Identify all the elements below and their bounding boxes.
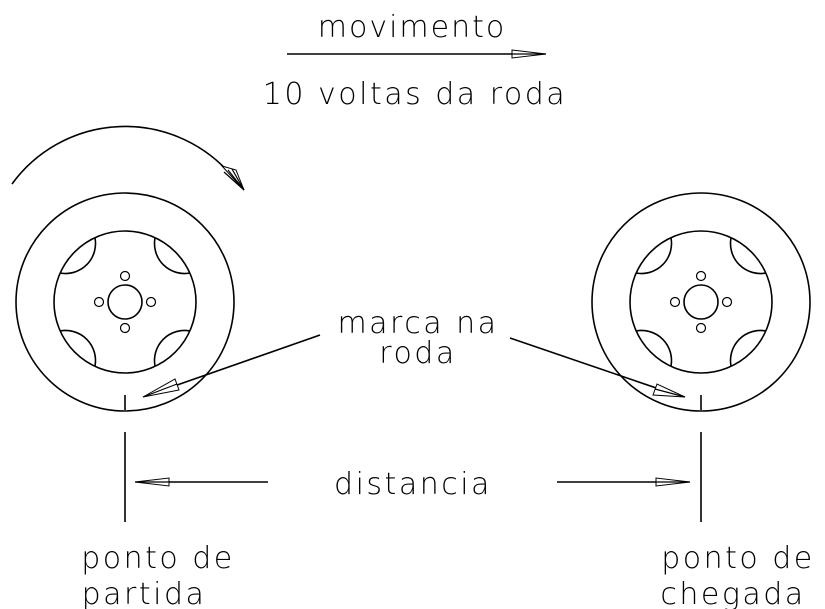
movement-arrow: [287, 49, 547, 59]
tire-outer: [591, 192, 811, 412]
end-label-line2: chegada: [660, 577, 805, 609]
mark-label-line1: marca na: [337, 306, 498, 341]
start-label-line2: partida: [82, 577, 207, 609]
mark-label-line2: roda: [379, 336, 456, 371]
hub: [107, 284, 143, 320]
wheel-end: [591, 192, 811, 412]
movement-label: movimento: [318, 10, 506, 45]
distance-label: distancia: [334, 467, 492, 502]
end-label-line1: ponto de: [661, 541, 815, 576]
start-label-line1: ponto de: [81, 541, 235, 576]
distance-arrow-right: [557, 477, 691, 487]
rim: [53, 230, 197, 374]
hub: [683, 284, 719, 320]
turns-label: 10 voltas da roda: [263, 77, 567, 112]
distance-arrow-left: [134, 477, 268, 487]
rim: [629, 230, 773, 374]
mark-pointer-left: [142, 334, 321, 398]
mark-pointer-right: [509, 337, 686, 398]
tire-outer: [15, 192, 235, 412]
rotation-arrow: [11, 125, 245, 191]
wheel-start: [15, 192, 235, 412]
